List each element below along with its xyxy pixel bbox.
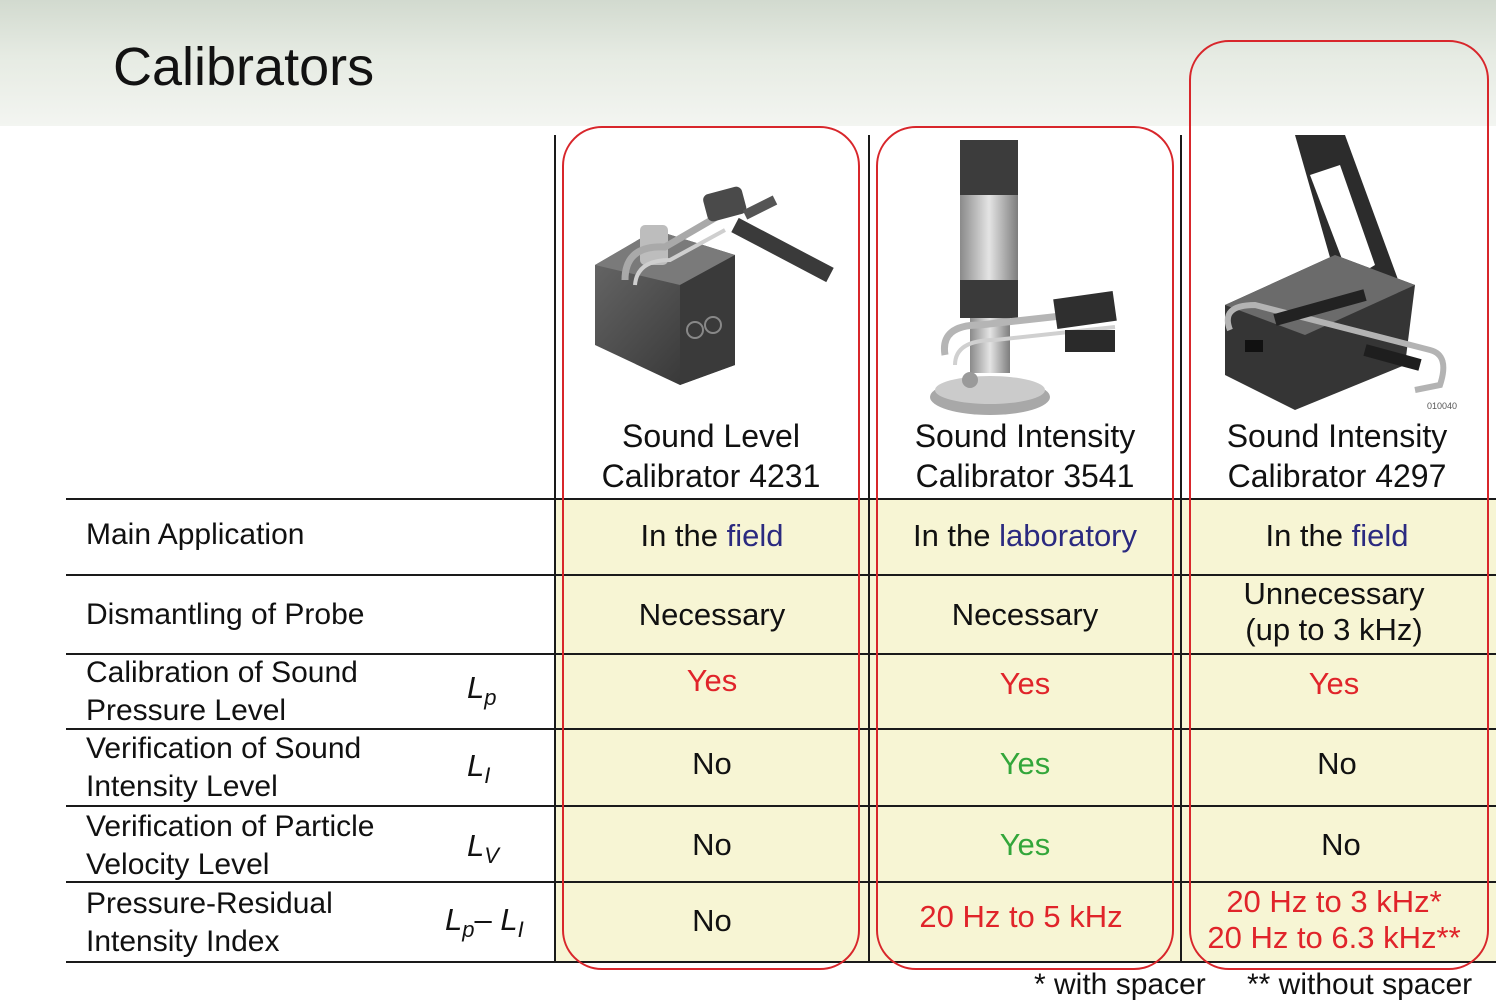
- column-header-4297: Sound Intensity Calibrator 4297: [1182, 416, 1492, 496]
- column-name-line1: Sound Intensity: [914, 418, 1136, 454]
- row-label-line2: Pressure Level: [86, 694, 287, 727]
- symbol-lp-minus-li: Lp– LI: [445, 902, 524, 943]
- symbol-lv: LV: [467, 828, 499, 869]
- symbol-li: LI: [467, 748, 491, 789]
- row-label-line1: Calibration of Sound: [86, 656, 358, 689]
- row-label-line1: Verification of Sound: [86, 732, 362, 765]
- cell-velocity-4297: No: [1321, 827, 1361, 862]
- photo-code: 010040: [1427, 401, 1457, 411]
- row-label-line2: Velocity Level: [86, 848, 270, 881]
- calibrator-4231-photo: [595, 186, 834, 385]
- row-label-pressure-residual: Pressure-Residual Intensity Index: [86, 885, 333, 961]
- cell-velocity-3541: Yes: [999, 827, 1051, 862]
- footnote-without-spacer: ** without spacer: [1247, 968, 1473, 1001]
- column-header-4231: Sound Level Calibrator 4231: [556, 416, 866, 496]
- row-label-sound-intensity: Verification of Sound Intensity Level: [86, 730, 361, 806]
- row-label-line2: Intensity Level: [86, 770, 278, 803]
- cell-intensity-4297: No: [1317, 746, 1357, 781]
- cell-pressure-3541: Yes: [999, 666, 1051, 701]
- table-rule: [66, 881, 1496, 883]
- table-rule: [66, 728, 1496, 730]
- symbol-lp: Lp: [467, 670, 497, 711]
- row-label-particle-velocity: Verification of Particle Velocity Level: [86, 808, 374, 884]
- column-divider: [1180, 135, 1182, 963]
- column-divider: [554, 135, 556, 963]
- row-label-line1: Main Application: [86, 518, 305, 551]
- cell-residual-4231: No: [692, 903, 732, 938]
- table-rule: [66, 961, 1496, 963]
- cell-background-col1: [556, 500, 868, 963]
- highlight-oval-4231: [562, 126, 860, 970]
- table-rule: [66, 653, 1496, 655]
- table-rule: [66, 574, 1496, 576]
- footnote-with-spacer: * with spacer: [1034, 968, 1206, 1001]
- row-label-line1: Dismantling of Probe: [86, 598, 365, 631]
- cell-dismantling-4231: Necessary: [638, 597, 786, 632]
- cell-application-4231: In the field: [640, 518, 784, 553]
- cell-background-col3: [1182, 500, 1496, 963]
- highlight-oval-3541: [876, 126, 1174, 970]
- column-name-line1: Sound Intensity: [1226, 418, 1448, 454]
- cell-residual-3541: 20 Hz to 5 kHz: [919, 899, 1123, 934]
- cell-velocity-4231: No: [692, 827, 732, 862]
- cell-pressure-4231: Yes: [686, 663, 738, 698]
- row-label-main-application: Main Application: [86, 516, 304, 554]
- highlight-oval-4297: [1189, 40, 1489, 970]
- row-label-line1: Pressure-Residual: [86, 887, 333, 920]
- calibrator-3541-photo: [930, 140, 1117, 415]
- row-label-sound-pressure: Calibration of Sound Pressure Level: [86, 654, 358, 730]
- cell-application-3541: In the laboratory: [912, 518, 1138, 553]
- cell-residual-4297: 20 Hz to 3 kHz* 20 Hz to 6.3 kHz**: [1207, 884, 1461, 955]
- page-title: Calibrators: [113, 37, 375, 97]
- cell-application-4297: In the field: [1265, 518, 1409, 553]
- cell-dismantling-3541: Necessary: [951, 597, 1099, 632]
- cell-dismantling-4297: Unnecessary (up to 3 kHz): [1243, 576, 1425, 647]
- column-name-line2: Calibrator 4231: [601, 458, 821, 494]
- title-bar: Calibrators: [0, 0, 1496, 126]
- cell-background-col2: [870, 500, 1180, 963]
- column-name-line2: Calibrator 4297: [1227, 458, 1447, 494]
- cell-intensity-4231: No: [692, 746, 732, 781]
- column-divider: [868, 135, 870, 963]
- row-label-line2: Intensity Index: [86, 925, 280, 958]
- row-label-dismantling: Dismantling of Probe: [86, 596, 364, 634]
- calibrator-4297-photo: 010040: [1224, 135, 1457, 411]
- column-header-3541: Sound Intensity Calibrator 3541: [870, 416, 1180, 496]
- table-rule: [66, 498, 1496, 500]
- table-rule: [66, 805, 1496, 807]
- row-label-line1: Verification of Particle: [86, 810, 375, 843]
- column-name-line2: Calibrator 3541: [915, 458, 1135, 494]
- cell-pressure-4297: Yes: [1308, 666, 1360, 701]
- column-name-line1: Sound Level: [622, 418, 800, 454]
- cell-intensity-3541: Yes: [999, 746, 1051, 781]
